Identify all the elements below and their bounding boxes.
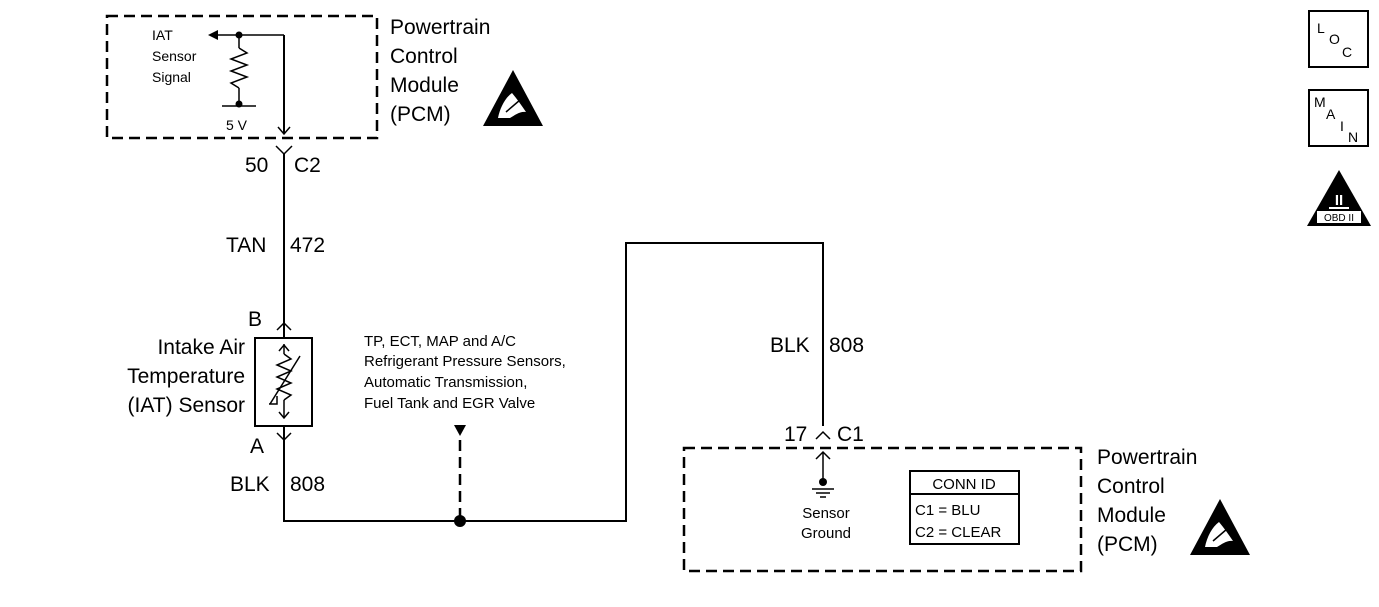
main-view-icon[interactable]: M A I N [1308, 89, 1369, 147]
connector-c2-symbol [275, 145, 293, 156]
conn-id-row-2: C2 = CLEAR [915, 524, 1001, 541]
loc-icon-letter-l: L [1317, 20, 1325, 36]
signal-wire-color: TAN [226, 234, 266, 257]
ground-circuit: BLK 808 BLK 808 [230, 242, 864, 527]
ground-wire-left-circuit: 808 [290, 473, 325, 496]
thermistor-symbol [269, 343, 301, 420]
upper-pcm: IAT Sensor Signal 5 V Powertrain Control… [105, 14, 543, 140]
lower-pcm-boundary [682, 446, 1083, 573]
reference-voltage-label: 5 V [226, 117, 248, 133]
shared-ground-note-3: Automatic Transmission, [364, 374, 527, 391]
iat-sensor-name-2: Temperature [127, 365, 245, 388]
shared-ground-note-4: Fuel Tank and EGR Valve [364, 395, 535, 412]
ground-wire-left-color: BLK [230, 473, 270, 496]
obd-icon-label: OBD II [1324, 213, 1354, 224]
iat-signal-label-1: IAT [152, 27, 173, 43]
conn-id-row-1: C1 = BLU [915, 502, 980, 519]
c2-connector-id: C2 [294, 154, 321, 177]
obd-icon-numeral: II [1335, 192, 1343, 209]
lower-pcm: 17 C1 Sensor Ground CONN ID C1 = BLU C2 … [682, 423, 1250, 573]
iat-sensor: B Intake Air Temperature (IAT) Sensor A [127, 308, 313, 458]
sensor-ground-label-2: Ground [801, 525, 851, 542]
ground-wire-right-color: BLK [770, 334, 810, 357]
iat-signal-label-2: Sensor [152, 48, 197, 64]
iat-sensor-name-1: Intake Air [157, 336, 245, 359]
conn-id-title: CONN ID [932, 476, 996, 493]
sensor-ground-symbol [812, 450, 834, 498]
loc-icon-letter-o: O [1329, 31, 1340, 47]
iat-sensor-name-3: (IAT) Sensor [128, 394, 245, 417]
obd-ii-icon[interactable]: II OBD II [1307, 170, 1371, 226]
upper-pcm-name-4: (PCM) [390, 103, 451, 126]
main-icon-letter-m: M [1314, 94, 1326, 110]
shared-ground-arrow [454, 425, 466, 436]
upper-pcm-name-2: Control [390, 45, 458, 68]
terminal-b-label: B [248, 308, 262, 331]
lower-pcm-name-1: Powertrain [1097, 446, 1197, 469]
connector-c1-symbol [815, 430, 831, 440]
main-icon-letter-n: N [1348, 129, 1358, 145]
signal-wire-circuit: 472 [290, 234, 325, 257]
pull-up-resistor [228, 47, 250, 89]
pull-up-resistor-circuit [208, 30, 284, 108]
shared-ground-note-2: Refrigerant Pressure Sensors, [364, 353, 566, 370]
upper-pcm-boundary [105, 14, 379, 140]
main-icon-letter-i: I [1340, 118, 1344, 134]
esd-warning-icon [1190, 499, 1250, 555]
shared-ground-note-1: TP, ECT, MAP and A/C [364, 333, 516, 350]
c1-pin-number: 17 [784, 423, 807, 446]
sensor-ground-label-1: Sensor [802, 505, 850, 522]
c2-pin-number: 50 [245, 154, 268, 177]
esd-warning-icon [483, 70, 543, 126]
lower-pcm-name-3: Module [1097, 504, 1166, 527]
upper-pcm-name-3: Module [390, 74, 459, 97]
loc-icon-letter-c: C [1342, 44, 1352, 60]
ground-splice [454, 515, 466, 527]
location-view-icon[interactable]: L O C [1308, 10, 1369, 68]
ground-wire-right-circuit: 808 [829, 334, 864, 357]
signal-circuit: 50 C2 TAN 472 [226, 35, 325, 326]
iat-signal-label-3: Signal [152, 69, 191, 85]
main-icon-letter-a: A [1326, 106, 1336, 122]
c1-connector-id: C1 [837, 423, 864, 446]
lower-pcm-name-2: Control [1097, 475, 1165, 498]
lower-pcm-name-4: (PCM) [1097, 533, 1158, 556]
conn-id-table: CONN ID C1 = BLU C2 = CLEAR [909, 470, 1020, 545]
terminal-a-label: A [250, 435, 264, 458]
upper-pcm-name-1: Powertrain [390, 16, 490, 39]
